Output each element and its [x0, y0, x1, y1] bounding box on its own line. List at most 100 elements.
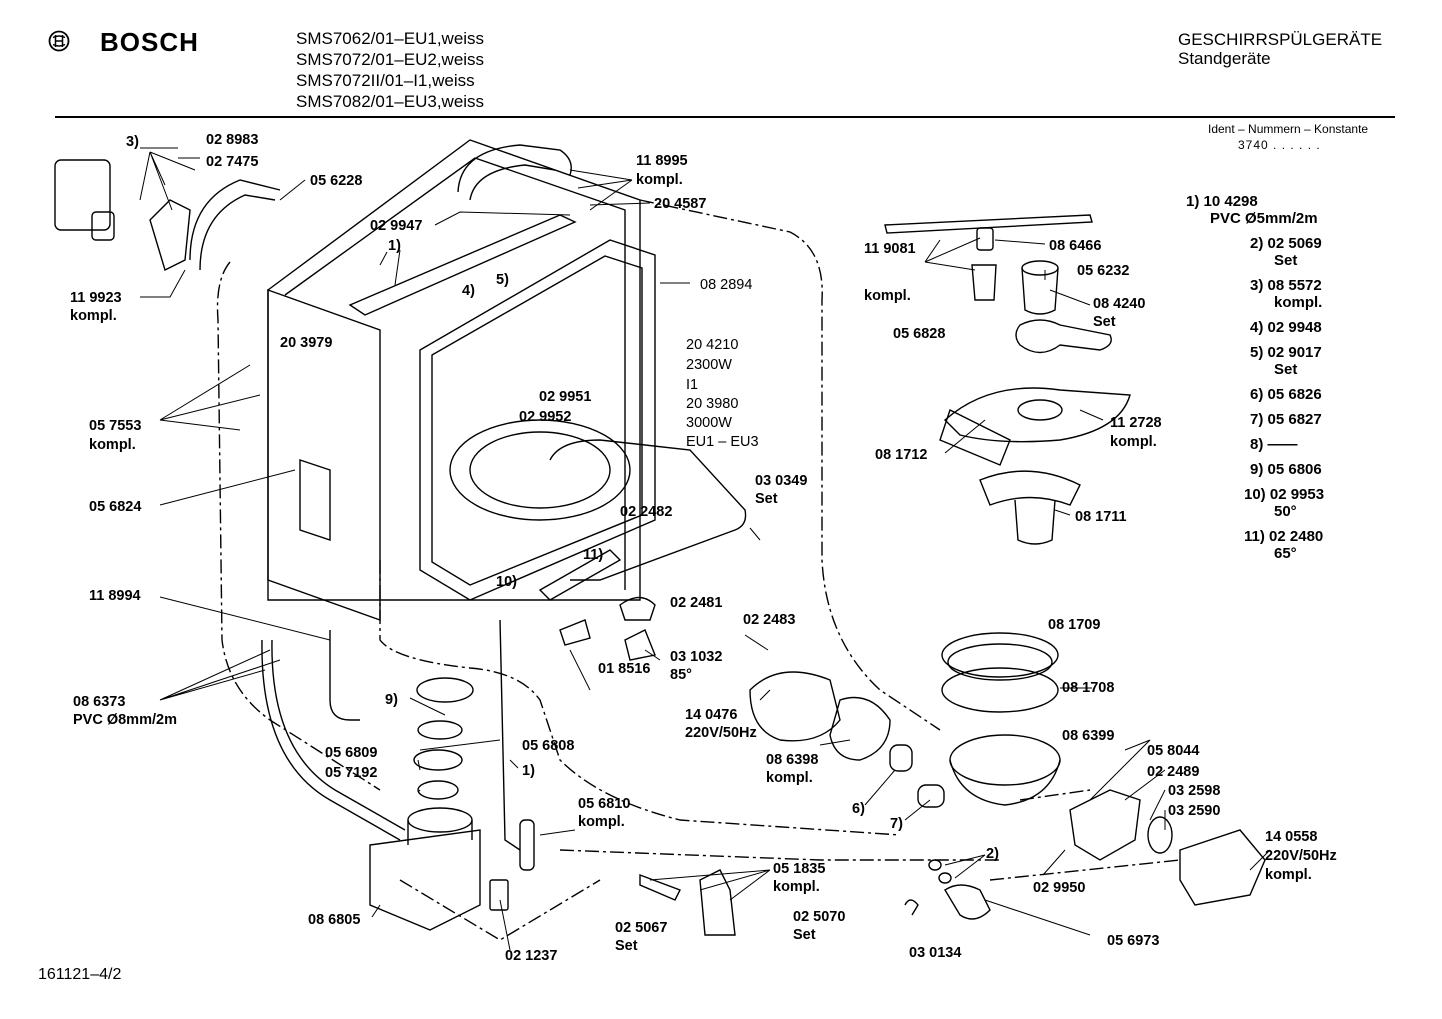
callout-label: 05 8044: [1147, 743, 1199, 759]
callout-label: 2300W: [686, 357, 732, 373]
callout-label: 11 2728: [1110, 415, 1162, 431]
legend-entry: 9) 05 6806: [1186, 461, 1324, 478]
legend-code: 02 9953: [1269, 486, 1325, 503]
callout-label: 08 1709: [1048, 617, 1100, 633]
callout-label: 05 6232: [1077, 263, 1129, 279]
callout-label: 20 3980: [686, 396, 738, 412]
callout-label: 02 8983: [206, 132, 258, 148]
callout-label: 4): [462, 283, 475, 299]
callout-label: 20 4587: [654, 196, 706, 212]
legend-code: 02 5069: [1267, 235, 1322, 252]
callout-label: 02 9947: [370, 218, 422, 234]
callout-label: 7): [890, 816, 903, 832]
callout-label: Set: [1093, 314, 1116, 330]
callout-label: 08 6399: [1062, 728, 1114, 744]
callout-label: 08 1711: [1075, 509, 1127, 525]
callout-label: 03 2590: [1168, 803, 1220, 819]
callout-label: 01 8516: [598, 661, 650, 677]
callout-label: 03 1032: [670, 649, 722, 665]
callout-label: 10): [496, 574, 517, 590]
callout-label: 20 3979: [280, 335, 332, 351]
callout-label: PVC Ø8mm/2m: [73, 712, 177, 728]
legend-code: 05 6806: [1267, 461, 1322, 478]
legend-entry: 10) 02 9953 50°: [1186, 486, 1324, 520]
model-list: SMS7062/01–EU1,weiss SMS7072/01–EU2,weis…: [296, 28, 484, 112]
category-block: GESCHIRRSPÜLGERÄTE Standgeräte: [1178, 30, 1382, 68]
legend-key: 9): [1250, 461, 1264, 478]
callout-label: EU1 – EU3: [686, 434, 759, 450]
callout-label: 02 7475: [206, 154, 258, 170]
callout-label: 11 9081: [864, 241, 916, 257]
legend-code: 05 6826: [1267, 386, 1322, 403]
callout-label: 02 5070: [793, 909, 845, 925]
callout-label: 14 0558: [1265, 829, 1317, 845]
legend-entry: 7) 05 6827: [1186, 411, 1324, 428]
callout-label: 02 2489: [1147, 764, 1199, 780]
callout-label: kompl.: [89, 437, 136, 453]
legend-entry: 4) 02 9948: [1186, 319, 1324, 336]
legend-key: 7): [1250, 411, 1264, 428]
callout-label: kompl.: [1265, 867, 1312, 883]
callout-label: 11 9923: [70, 290, 122, 306]
legend-key: 8): [1250, 436, 1264, 453]
callout-label: Set: [793, 927, 816, 943]
callout-label: 14 0476: [685, 707, 737, 723]
legend-key: 11): [1244, 528, 1265, 545]
callout-label: 05 7553: [89, 418, 141, 434]
callout-label: 02 2481: [670, 595, 722, 611]
legend-note: Set: [1274, 252, 1298, 269]
legend-key: 5): [1250, 344, 1264, 361]
callout-label: 08 6398: [766, 752, 818, 768]
callout-label: 05 6973: [1107, 933, 1159, 949]
callout-label: 08 2894: [700, 277, 752, 293]
ident-label: Ident – Nummern – Konstante: [1208, 122, 1369, 136]
legend-note: kompl.: [1274, 294, 1323, 311]
callout-label: kompl.: [578, 814, 625, 830]
parts-legend: 1) 10 4298 PVC Ø5mm/2m 2) 02 5069 Set 3)…: [1186, 193, 1324, 570]
drawing-number: 161121–4/2: [38, 966, 122, 983]
callout-label: 02 9951: [539, 389, 591, 405]
callout-label: 03 2598: [1168, 783, 1220, 799]
callout-labels: 02 8983 02 7475 05 6228 3) 11 9923 kompl…: [70, 132, 1337, 964]
callout-label: 6): [852, 801, 865, 817]
callout-label: 03 0349: [755, 473, 807, 489]
callout-label: 08 6466: [1049, 238, 1101, 254]
callout-label: 05 7192: [325, 765, 377, 781]
callout-label: kompl.: [773, 879, 820, 895]
callout-label: 9): [385, 692, 398, 708]
leader-lines: [139, 147, 1271, 951]
legend-key: 3): [1250, 277, 1264, 294]
callout-label: 05 6809: [325, 745, 377, 761]
model-line: SMS7072/01–EU2,weiss: [296, 50, 485, 69]
callout-label: 11 8994: [89, 588, 141, 604]
callout-label: 05 6808: [522, 738, 574, 754]
callout-label: I1: [686, 377, 698, 393]
callout-label: 3): [126, 134, 139, 150]
callout-label: 1): [388, 238, 401, 254]
callout-label: 02 2483: [743, 612, 795, 628]
callout-label: 08 6373: [73, 694, 125, 710]
legend-note: PVC Ø5mm/2m: [1210, 210, 1318, 227]
callout-label: 02 5067: [615, 920, 667, 936]
legend-entry: 6) 05 6826: [1186, 386, 1324, 403]
legend-key: 1): [1186, 193, 1200, 210]
legend-entry: 3) 08 5572 kompl.: [1186, 277, 1324, 311]
callout-label: 08 4240: [1093, 296, 1145, 312]
callout-label: 20 4210: [686, 337, 738, 353]
legend-note: Set: [1274, 361, 1298, 378]
callout-label: kompl.: [766, 770, 813, 786]
legend-code: 05 6827: [1267, 411, 1322, 428]
callout-label: 02 1237: [505, 948, 557, 964]
ident-value: 3740 . . . . . .: [1238, 138, 1321, 152]
legend-key: 4): [1250, 319, 1264, 336]
legend-code: 02 9948: [1267, 319, 1322, 336]
drawing-linework: [54, 139, 1266, 941]
callout-label: 05 6828: [893, 326, 945, 342]
category-title: GESCHIRRSPÜLGERÄTE: [1178, 30, 1383, 49]
callout-label: 08 1708: [1062, 680, 1114, 696]
legend-code: 10 4298: [1203, 193, 1258, 210]
legend-code: ——: [1267, 436, 1298, 453]
model-line: SMS7072II/01–I1,weiss: [296, 71, 475, 90]
legend-key: 10): [1244, 486, 1266, 503]
